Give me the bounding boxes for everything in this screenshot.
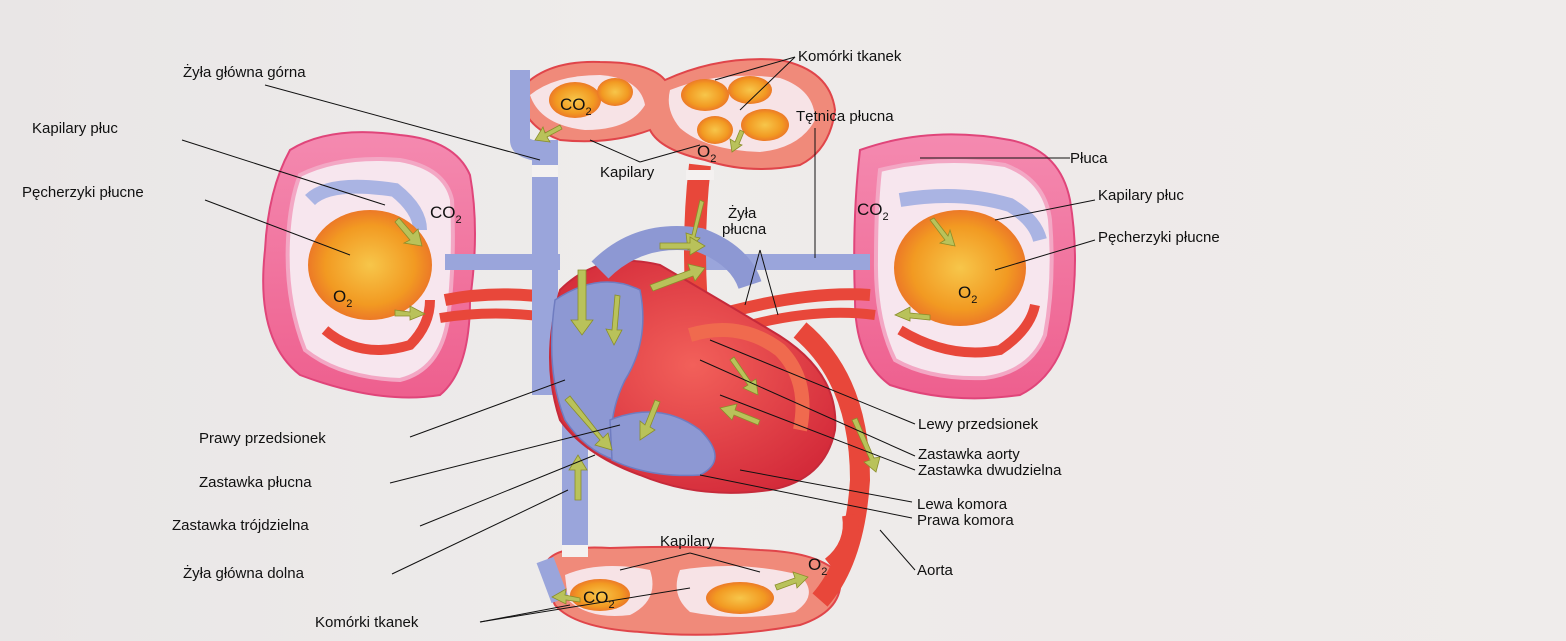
label-lewa-komora: Lewa komora xyxy=(917,496,1007,513)
label-kapilary-bottom: Kapilary xyxy=(660,533,714,550)
top-capillary-bed xyxy=(520,59,835,169)
left-lung xyxy=(263,132,475,397)
label-pecherzyki-plucne-left: Pęcherzyki płucne xyxy=(22,184,144,201)
label-tetnica-plucna: Tętnica płucna xyxy=(796,108,894,125)
label-zastawka-trojdzielna: Zastawka trójdzielna xyxy=(172,517,309,534)
label-prawy-przedsionek: Prawy przedsionek xyxy=(199,430,326,447)
label-komorki-tkanek-bottom: Komórki tkanek xyxy=(315,614,418,631)
label-kapilary-top: Kapilary xyxy=(600,164,654,181)
label-zyla-glowna-dolna: Żyła główna dolna xyxy=(183,565,304,582)
label-aorta: Aorta xyxy=(917,562,953,579)
label-zastawka-dwudzielna: Zastawka dwudzielna xyxy=(918,462,1061,479)
label-pecherzyki-plucne-right: Pęcherzyki płucne xyxy=(1098,229,1220,246)
label-lewy-przedsionek: Lewy przedsionek xyxy=(918,416,1038,433)
label-zyla-plucna-line2: płucna xyxy=(722,221,766,238)
label-prawa-komora: Prawa komora xyxy=(917,512,1014,529)
label-zyla-plucna-line1: Żyła xyxy=(728,205,756,222)
left-alveoli xyxy=(308,210,432,320)
label-kapilary-pluc-left: Kapilary płuc xyxy=(32,120,118,137)
label-pluca: Płuca xyxy=(1070,150,1108,167)
label-zastawka-plucna: Zastawka płucna xyxy=(199,474,312,491)
label-zastawka-aorty: Zastawka aorty xyxy=(918,446,1020,463)
right-alveoli xyxy=(894,210,1026,326)
right-lung xyxy=(854,134,1075,398)
label-zyla-glowna-gorna: Żyła główna górna xyxy=(183,64,306,81)
label-kapilary-pluc-right: Kapilary płuc xyxy=(1098,187,1184,204)
label-komorki-tkanek-top: Komórki tkanek xyxy=(798,48,901,65)
